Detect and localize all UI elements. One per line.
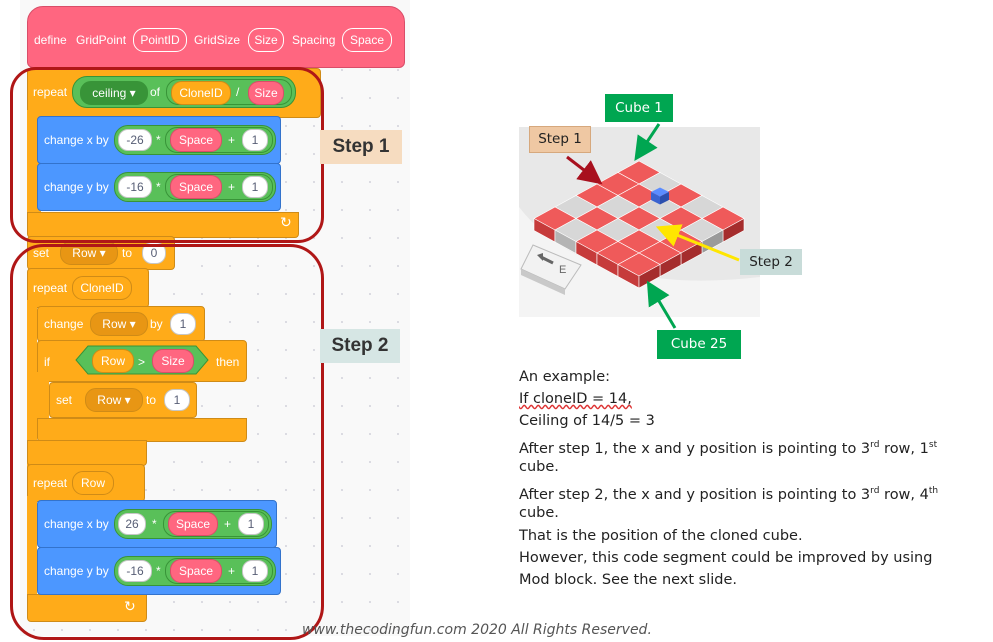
repeat-label: repeat bbox=[33, 476, 68, 490]
step1-outline bbox=[10, 67, 324, 243]
size-var[interactable]: Size bbox=[152, 349, 194, 373]
note-line-4: After step 1, the x and y position is po… bbox=[519, 440, 938, 457]
plus-symbol: + bbox=[228, 564, 236, 578]
gt-symbol: > bbox=[138, 355, 146, 369]
then-label: then bbox=[216, 355, 240, 369]
plus-symbol: + bbox=[224, 517, 232, 531]
blue-cube-face bbox=[651, 192, 660, 205]
space-var[interactable]: Space bbox=[170, 559, 222, 583]
x-value-pos26[interactable]: 26 bbox=[118, 513, 146, 535]
note-line-6: After step 2, the x and y position is po… bbox=[519, 486, 939, 503]
row-var[interactable]: Row bbox=[92, 349, 134, 373]
cube1-arrow bbox=[634, 123, 661, 161]
change-label: change bbox=[44, 317, 84, 331]
cube-grid-image: E bbox=[519, 127, 760, 317]
times-symbol: * bbox=[156, 564, 161, 578]
change-x-label: change x by bbox=[44, 133, 109, 147]
if-arm bbox=[37, 372, 49, 428]
one-value[interactable]: 1 bbox=[242, 176, 268, 198]
to-label: to bbox=[146, 393, 157, 407]
spacing-label: Spacing bbox=[292, 33, 336, 47]
note-line-5: cube. bbox=[519, 459, 559, 475]
step1-label: Step 1 bbox=[320, 130, 402, 164]
blue-cube-face bbox=[660, 192, 669, 205]
x-value-neg26[interactable]: -26 bbox=[118, 129, 152, 151]
loop-arrow-icon: ↻ bbox=[280, 214, 292, 230]
note-line-10: Mod block. See the next slide. bbox=[519, 572, 738, 588]
red-cube-face bbox=[638, 263, 661, 289]
plus-symbol: + bbox=[228, 180, 236, 194]
gridpoint-label: GridPoint bbox=[76, 33, 127, 47]
note-line-2: If cloneID = 14, bbox=[519, 391, 632, 407]
define-label: define bbox=[34, 33, 67, 47]
repeat-row-arm bbox=[27, 496, 37, 606]
if-label: if bbox=[44, 355, 50, 369]
plus-symbol: + bbox=[228, 133, 236, 147]
to-label: to bbox=[122, 246, 133, 260]
space-var[interactable]: Space bbox=[168, 512, 218, 536]
step2-arrow bbox=[655, 224, 740, 262]
gridsize-label: GridSize bbox=[194, 33, 241, 47]
change-y-label: change y by bbox=[44, 180, 109, 194]
figure-arrows bbox=[566, 123, 740, 329]
y-value-neg16[interactable]: -16 bbox=[118, 560, 152, 582]
fig-step2-label: Step 2 bbox=[740, 249, 802, 275]
times-symbol: * bbox=[156, 180, 161, 194]
size-var[interactable]: Size bbox=[248, 81, 284, 105]
one-value[interactable]: 1 bbox=[170, 313, 196, 335]
step1-arrow bbox=[566, 155, 603, 185]
y-value-neg16[interactable]: -16 bbox=[118, 176, 152, 198]
one-value[interactable]: 1 bbox=[238, 513, 264, 535]
change-y-label: change y by bbox=[44, 564, 109, 578]
change-x-label: change x by bbox=[44, 517, 109, 531]
pointid-param[interactable]: PointID bbox=[133, 28, 187, 52]
svg-text:E: E bbox=[559, 264, 566, 276]
step2-outline bbox=[10, 244, 324, 640]
copyright-footer: www.thecodingfun.com 2020 All Rights Res… bbox=[302, 622, 652, 638]
of-label: of bbox=[150, 85, 161, 99]
cloneid-var[interactable]: CloneID bbox=[171, 81, 231, 105]
times-symbol: * bbox=[156, 133, 161, 147]
row-var[interactable]: Row bbox=[72, 471, 114, 495]
cube25-label: Cube 25 bbox=[657, 330, 741, 359]
fig-step1-label: Step 1 bbox=[529, 126, 591, 153]
cloneid-var[interactable]: CloneID bbox=[72, 276, 132, 300]
note-line-7: cube. bbox=[519, 505, 559, 521]
repeat-label: repeat bbox=[33, 281, 68, 295]
note-line-8: That is the position of the cloned cube. bbox=[519, 528, 803, 544]
repeat-label: repeat bbox=[33, 85, 68, 99]
row-dropdown-2[interactable]: Row ▾ bbox=[90, 312, 148, 336]
by-label: by bbox=[150, 317, 163, 331]
repeat-row-foot bbox=[27, 594, 147, 622]
times-symbol: * bbox=[152, 517, 157, 531]
loop-arrow-icon: ↻ bbox=[124, 598, 136, 614]
note-line-1: An example: bbox=[519, 369, 611, 385]
divide-symbol: / bbox=[236, 85, 240, 99]
repeat-cloneid-arm bbox=[27, 300, 37, 470]
note-line-9: However, this code segment could be impr… bbox=[519, 550, 933, 566]
one-value[interactable]: 1 bbox=[164, 389, 190, 411]
size-param[interactable]: Size bbox=[248, 28, 284, 52]
space-var[interactable]: Space bbox=[170, 128, 222, 152]
row-dropdown-3[interactable]: Row ▾ bbox=[85, 388, 143, 412]
step2-label: Step 2 bbox=[320, 329, 400, 363]
cube25-arrow bbox=[646, 280, 677, 329]
ceiling-dropdown[interactable]: ceiling ▾ bbox=[80, 81, 148, 105]
one-value[interactable]: 1 bbox=[242, 129, 268, 151]
key-e-icon: E bbox=[520, 244, 582, 295]
set-label: set bbox=[56, 393, 73, 407]
cube1-label: Cube 1 bbox=[605, 94, 673, 122]
space-param[interactable]: Space bbox=[342, 28, 392, 52]
note-line-3: Ceiling of 14/5 = 3 bbox=[519, 413, 655, 429]
space-var[interactable]: Space bbox=[170, 175, 222, 199]
one-value[interactable]: 1 bbox=[242, 560, 268, 582]
